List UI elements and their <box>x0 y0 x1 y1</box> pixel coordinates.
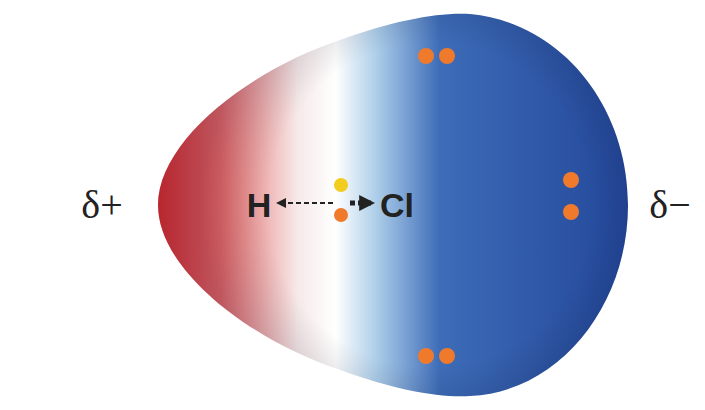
cloud-shading <box>158 14 628 397</box>
pull-arrow-cl <box>350 201 372 206</box>
hydrogen-electron <box>334 178 348 192</box>
partial-charge: δ+ <box>81 185 122 225</box>
pull-arrow-h <box>284 202 333 204</box>
atom-symbol: H <box>247 188 272 222</box>
electron-cloud <box>158 14 628 397</box>
partial-charge: δ− <box>649 185 690 225</box>
chlorine-electron <box>334 208 348 222</box>
lone-pairs <box>418 48 579 364</box>
atom-symbol: Cl <box>380 188 414 222</box>
